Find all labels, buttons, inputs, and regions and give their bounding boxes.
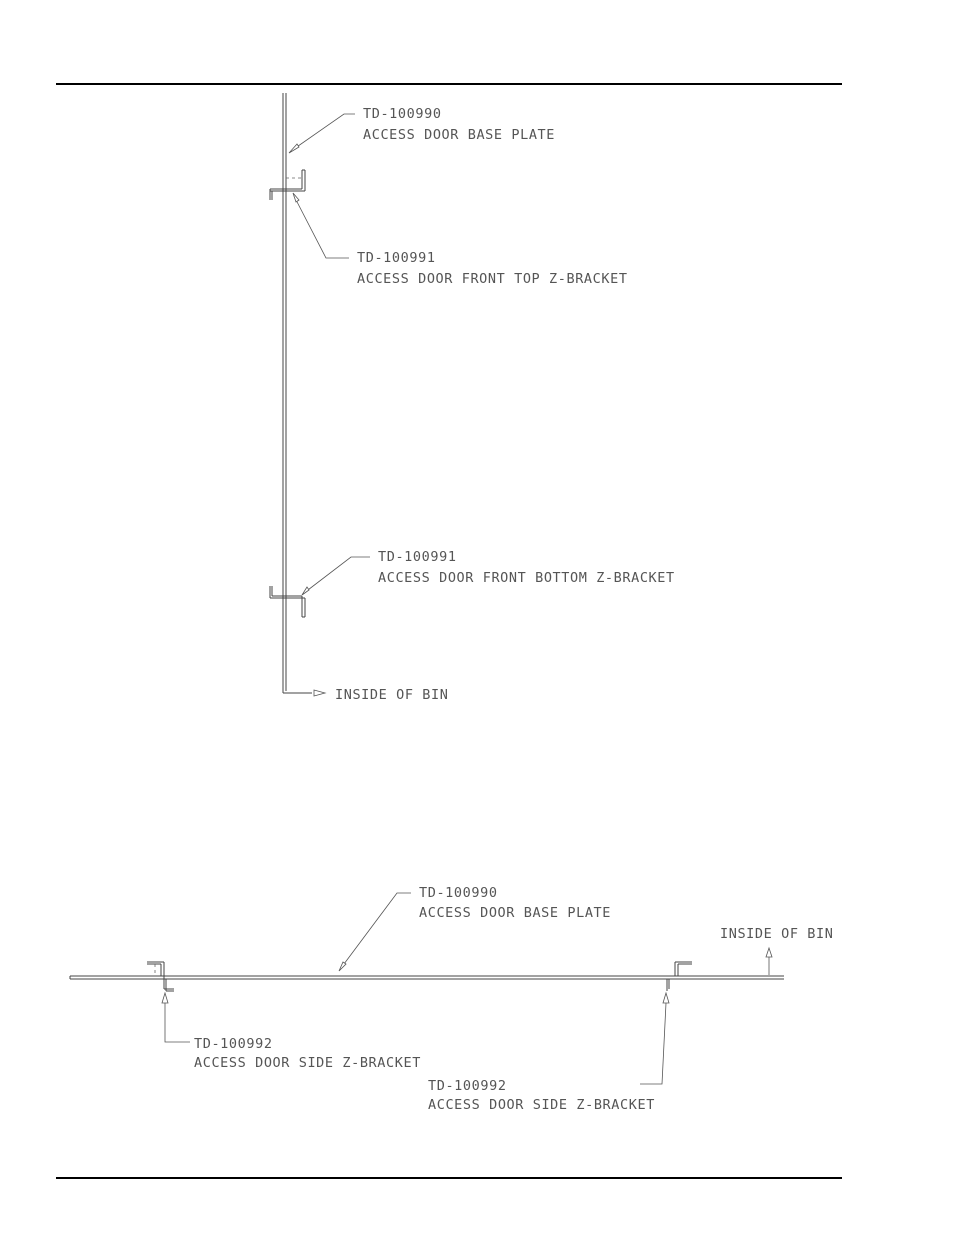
leader-side-bottom-bracket <box>302 557 370 595</box>
plan-section-view: TD-100990 ACCESS DOOR BASE PLATE INSIDE … <box>70 885 833 1113</box>
side-bottom-z-bracket <box>270 586 305 617</box>
side-section-view: TD-100990 ACCESS DOOR BASE PLATE TD-1009… <box>270 93 675 703</box>
plan-inside-bin-label: INSIDE OF BIN <box>720 926 833 942</box>
side-bottom-bracket-desc: ACCESS DOOR FRONT BOTTOM Z-BRACKET <box>378 570 675 586</box>
side-base-plate-desc: ACCESS DOOR BASE PLATE <box>363 127 555 143</box>
leader-side-base-plate <box>289 114 355 153</box>
side-base-plate-part: TD-100990 <box>363 106 442 122</box>
leader-plan-inside-bin <box>766 948 772 975</box>
side-inside-bin-label: INSIDE OF BIN <box>335 687 448 703</box>
leader-plan-left-bracket <box>162 993 190 1042</box>
side-base-plate <box>283 93 312 693</box>
plan-base-plate <box>70 976 784 979</box>
side-bottom-bracket-part: TD-100991 <box>378 549 457 565</box>
plan-left-bracket-desc: ACCESS DOOR SIDE Z-BRACKET <box>194 1055 421 1071</box>
plan-right-bracket-part: TD-100992 <box>428 1078 507 1094</box>
plan-base-plate-part: TD-100990 <box>419 885 498 901</box>
plan-base-plate-desc: ACCESS DOOR BASE PLATE <box>419 905 611 921</box>
arrow-side-inside-bin <box>314 690 325 696</box>
plan-left-bracket-part: TD-100992 <box>194 1036 273 1052</box>
side-top-bracket-part: TD-100991 <box>357 250 436 266</box>
side-top-z-bracket <box>270 170 305 200</box>
leader-side-top-bracket <box>293 193 349 258</box>
leader-plan-right-bracket <box>640 993 669 1084</box>
plan-right-bracket-desc: ACCESS DOOR SIDE Z-BRACKET <box>428 1097 655 1113</box>
side-top-bracket-desc: ACCESS DOOR FRONT TOP Z-BRACKET <box>357 271 628 287</box>
leader-plan-base-plate <box>339 893 411 971</box>
